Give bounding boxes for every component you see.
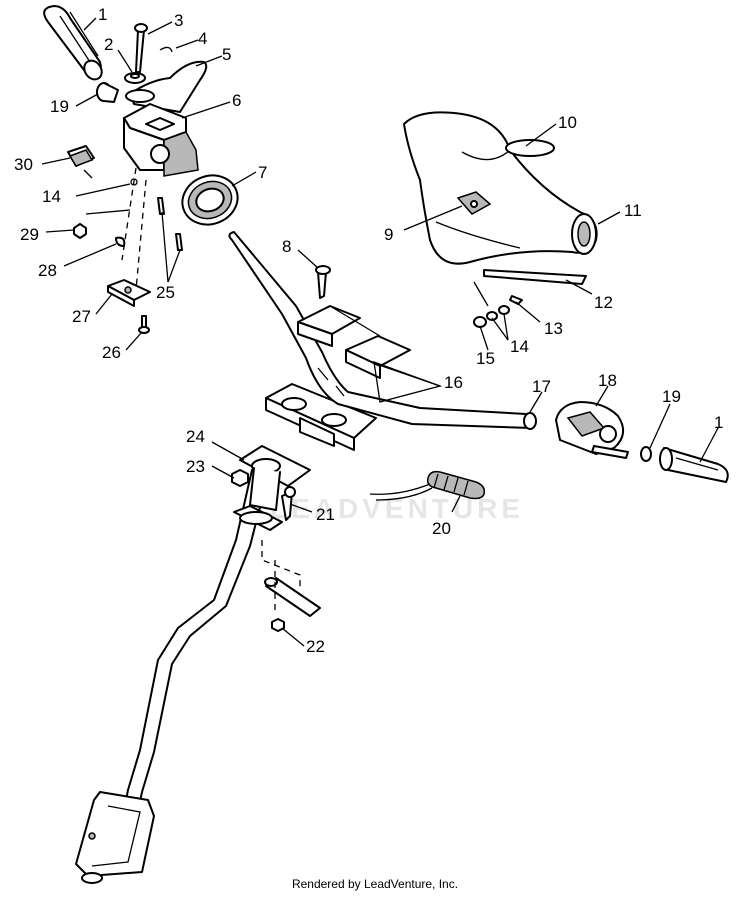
callout-4: 4 — [198, 29, 207, 48]
callout-20: 20 — [432, 519, 451, 538]
callout-14-left: 14 — [42, 187, 61, 206]
callout-26: 26 — [102, 343, 121, 362]
bolt-8 — [315, 265, 331, 299]
callout-30: 30 — [14, 155, 33, 174]
callout-13: 13 — [544, 319, 563, 338]
switch-block — [67, 145, 95, 179]
steering-column — [75, 469, 269, 884]
callout-25: 25 — [156, 283, 175, 302]
callout-22: 22 — [306, 637, 325, 656]
end-plug-left — [96, 82, 119, 103]
nut-29 — [73, 209, 131, 239]
callout-7: 7 — [258, 163, 267, 182]
callout-labels: 1 2 3 4 5 6 7 8 9 10 11 12 13 14 14 15 1… — [14, 5, 723, 656]
callout-15: 15 — [476, 349, 495, 368]
watermark-text: LEADVENTURE — [270, 493, 524, 524]
callout-16: 16 — [444, 373, 463, 392]
callout-19-right: 19 — [662, 387, 681, 406]
throttle-ring — [181, 174, 239, 226]
callout-12: 12 — [594, 293, 613, 312]
callout-24: 24 — [186, 427, 205, 446]
callout-26-27-a: 27 — [72, 307, 91, 326]
screw-26 — [138, 315, 150, 334]
column-clamp — [233, 505, 283, 531]
pin-14-left — [130, 178, 138, 186]
callout-23: 23 — [186, 457, 205, 476]
bolt-3 — [134, 23, 148, 73]
end-plug-right — [640, 446, 652, 462]
nut-23 — [231, 469, 249, 487]
handlebar-pad — [403, 111, 598, 265]
pin-22 — [264, 577, 321, 632]
callout-1-right: 1 — [714, 413, 723, 432]
grip-left — [43, 5, 103, 81]
callout-3: 3 — [174, 11, 183, 30]
callout-2: 2 — [104, 35, 113, 54]
callout-8: 8 — [282, 237, 291, 256]
pad-fastener — [456, 191, 492, 215]
footer-credit: Rendered by LeadVenture, Inc. — [291, 877, 459, 891]
column-mount-plate — [239, 445, 311, 511]
mount-bracket — [107, 279, 151, 307]
throttle-lever — [125, 60, 208, 113]
handlebar-clamp-lower — [265, 383, 377, 451]
wire-sleeve — [369, 470, 486, 501]
pad-strap — [483, 269, 587, 285]
bolt-21 — [281, 486, 296, 521]
callout-9: 9 — [384, 225, 393, 244]
callout-29: 29 — [20, 225, 39, 244]
handlebar — [228, 231, 537, 430]
grip-right — [659, 447, 729, 483]
callout-1-left: 1 — [98, 5, 107, 24]
nut-2 — [124, 72, 146, 84]
callout-28: 28 — [38, 261, 57, 280]
clip-28 — [115, 236, 126, 247]
clip-4 — [159, 46, 173, 53]
callout-18: 18 — [598, 371, 617, 390]
callout-6: 6 — [232, 91, 241, 110]
screw-25 — [157, 197, 183, 251]
pad-emblem — [505, 139, 555, 157]
callout-17: 17 — [532, 377, 551, 396]
handlebar-clamp-upper — [297, 305, 411, 379]
callout-11: 11 — [624, 201, 642, 220]
callout-leader-lines — [41, 17, 719, 647]
callout-14-right: 14 — [510, 337, 529, 356]
callout-5: 5 — [222, 45, 231, 64]
throttle-housing — [123, 103, 199, 177]
callout-10: 10 — [558, 113, 577, 132]
callout-19-left: 19 — [50, 97, 69, 116]
callout-21: 21 — [316, 505, 335, 524]
throttle-assembly-right — [555, 401, 629, 459]
